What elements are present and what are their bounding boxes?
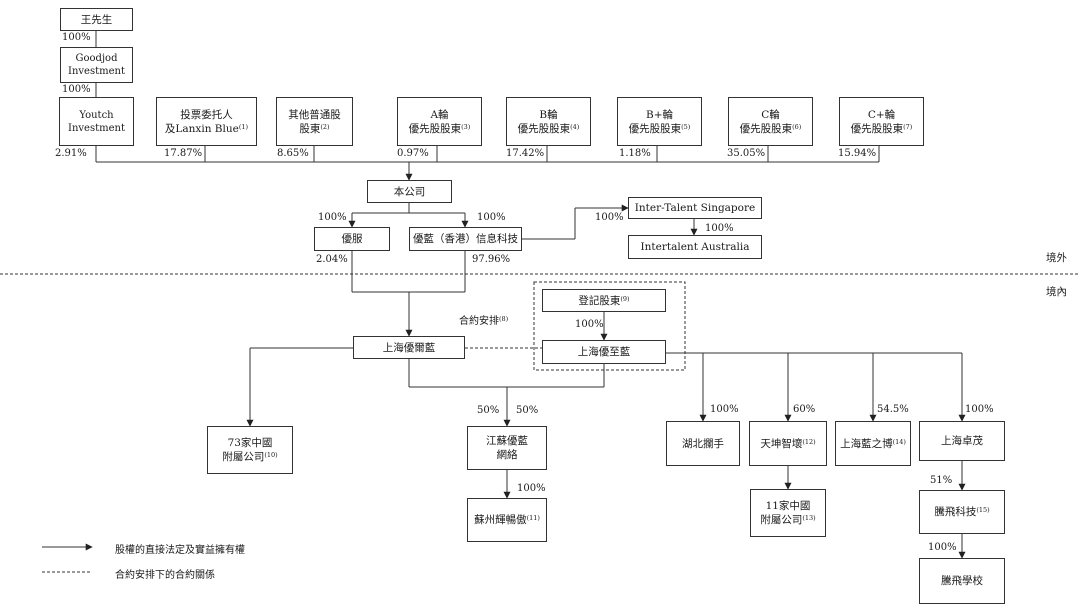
pct-series-bplus: 1.18% [619,148,651,159]
box-other-ordinary-shareholders: 其他普通股 股東(2) [276,97,353,146]
pct-youfu-down: 2.04% [316,254,348,265]
box-company: 本公司 [367,180,452,203]
box-inter-talent-singapore: Inter-Talent Singapore [628,197,762,219]
onshore-label: 境內 [1046,286,1067,298]
box-tengfei-tech: 騰飛科技(15) [919,490,1005,534]
pct-company-hk: 100% [477,212,506,223]
pct-goodjod-youtch: 100% [62,84,91,95]
pct-jiangsu-left: 50% [477,405,500,416]
offshore-label: 境外 [1046,252,1067,264]
pct-jiangsu-right: 50% [516,405,539,416]
pct-hk-down: 97.96% [472,254,511,265]
pct-tengfei-school: 100% [928,542,957,553]
box-voting-trustee: 投票委托人 及Lanxin Blue(1) [156,97,257,146]
box-intertalent-australia: Intertalent Australia [628,235,762,259]
box-shanghai-youzhilan: 上海優至藍 [542,340,666,364]
box-youlan-hk: 優藍（香港）信息科技 [409,227,522,251]
pct-hubei: 100% [710,404,739,415]
pct-tiankun: 60% [793,404,816,415]
box-series-cplus: C+輪 優先股股東(7) [839,97,924,146]
box-series-b: B輪 優先股股東(4) [506,97,591,146]
pct-zhuomao: 100% [965,404,994,415]
box-11-affiliates: 11家中國 附屬公司(13) [750,489,826,537]
legend-dashed-contract: 合約安排下的合約關係 [115,570,215,581]
pct-series-a: 0.97% [397,148,429,159]
pct-wang-goodjod: 100% [62,32,91,43]
pct-series-cplus: 15.94% [838,148,877,159]
pct-registered-youzhilan: 100% [575,319,604,330]
box-youfu: 優服 [314,227,390,251]
box-shanghai-lanzhibo: 上海藍之博(14) [835,421,911,466]
box-shanghai-zhuomao: 上海卓茂 [919,421,1005,461]
pct-zhuomao-tengfei: 51% [930,475,953,486]
box-youtch-investment: Youtch Investment [59,97,134,146]
box-jiangsu-youlan-network: 江蘇優藍 網絡 [467,426,547,470]
pct-series-b: 17.42% [506,148,545,159]
box-series-a: A輪 優先股股東(3) [397,97,482,146]
pct-voting: 17.87% [164,148,203,159]
box-mr-wang: 王先生 [60,8,133,31]
pct-company-youfu: 100% [318,212,347,223]
box-tiankun: 天坤智壞(12) [749,421,827,466]
pct-youtch: 2.91% [55,148,87,159]
pct-jiangsu-suzhou: 100% [517,483,546,494]
box-shanghai-youerlan: 上海優爾藍 [353,336,465,359]
pct-other: 8.65% [277,148,309,159]
box-goodjod-investment: Goodjod Investment [60,47,133,83]
box-73-affiliates: 73家中國 附屬公司(10) [207,426,293,474]
box-series-bplus: B+輪 優先股股東(5) [617,97,702,146]
box-suzhou: 蘇州輝暢傲(11) [467,498,547,542]
box-registered-shareholders: 登記股東(9) [542,289,666,312]
pct-hk-singapore: 100% [595,212,624,223]
legend-solid-ownership: 股權的直接法定及實益擁有權 [115,545,245,556]
box-hubei: 湖北攔手 [666,421,740,466]
pct-singapore-australia: 100% [705,223,734,234]
box-series-c: C輪 優先股股東(6) [728,97,813,146]
pct-lanzhibo: 54.5% [877,404,909,415]
contract-arrangement-label: 合約安排(8) [459,315,509,327]
box-tengfei-school: 騰飛學校 [919,558,1005,604]
pct-series-c: 35.05% [727,148,766,159]
